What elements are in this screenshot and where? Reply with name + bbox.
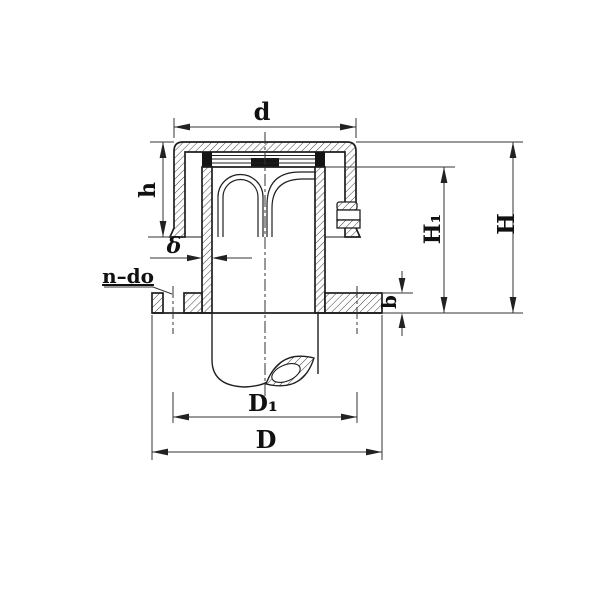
dimension-labels: d h δ n–do D₁ D b H₁ H bbox=[102, 97, 520, 454]
boss-bottom-flange bbox=[336, 219, 361, 229]
lower-pipe-left-wall bbox=[211, 313, 268, 388]
dim-label-d: d bbox=[254, 97, 271, 126]
arrow-d-left bbox=[174, 123, 190, 131]
part-geometry bbox=[151, 141, 383, 388]
gauze-end-block-right bbox=[315, 152, 325, 167]
dim-label-n-do: n–do bbox=[102, 264, 154, 288]
arrow-b-bottom bbox=[398, 313, 406, 328]
arrow-delta-left bbox=[187, 254, 202, 262]
center-lines bbox=[172, 132, 358, 398]
arrow-b-top bbox=[398, 278, 406, 293]
pipe-break-bore bbox=[271, 363, 301, 383]
baffle-arch-outer bbox=[217, 173, 264, 237]
lower-pipe bbox=[211, 313, 319, 388]
flange-left-inner bbox=[183, 292, 203, 314]
boss-groove bbox=[336, 209, 361, 221]
arrow-H-bottom bbox=[509, 297, 517, 313]
baffle-arch-inner bbox=[222, 178, 259, 237]
mounting-flange bbox=[151, 292, 383, 314]
pipe-wall-left bbox=[201, 166, 213, 314]
flange-right bbox=[324, 292, 383, 314]
leader-n-do bbox=[104, 286, 173, 295]
arrow-H1-top bbox=[440, 167, 448, 183]
arrow-h-top bbox=[159, 142, 167, 158]
arrow-h-bottom bbox=[159, 221, 167, 237]
dimension-lines bbox=[104, 118, 523, 460]
inner-baffle bbox=[217, 171, 315, 237]
baffle-flare-outer bbox=[266, 171, 315, 237]
dim-D-lines bbox=[151, 315, 383, 460]
dim-label-h: h bbox=[135, 182, 161, 198]
arrow-d-right bbox=[340, 123, 356, 131]
arrow-D1-left bbox=[173, 413, 189, 421]
dim-d-lines bbox=[173, 118, 357, 138]
dim-D1-lines bbox=[172, 392, 358, 423]
arrow-D1-right bbox=[341, 413, 357, 421]
gauze-end-block-left bbox=[202, 152, 212, 167]
side-boss bbox=[336, 201, 361, 229]
boss-top-flange bbox=[336, 201, 358, 211]
dimension-arrows bbox=[152, 123, 517, 456]
pipe-wall-right bbox=[314, 166, 326, 314]
arrow-D-left bbox=[152, 448, 168, 456]
arrow-H1-bottom bbox=[440, 297, 448, 313]
cap-hood-section bbox=[168, 141, 362, 238]
dim-label-H1: H₁ bbox=[420, 214, 446, 244]
dim-H1-lines bbox=[325, 166, 455, 313]
dim-label-delta: δ bbox=[166, 233, 182, 259]
dim-label-H: H bbox=[493, 213, 520, 235]
dim-label-b: b bbox=[377, 295, 401, 309]
dim-label-D1: D₁ bbox=[248, 390, 278, 417]
arrow-delta-right bbox=[212, 254, 227, 262]
gauze-mesh-lines bbox=[212, 155, 315, 164]
baffle-flare-inner bbox=[271, 178, 315, 237]
flange-left-outer bbox=[151, 292, 164, 314]
arrow-H-top bbox=[509, 142, 517, 158]
arrow-D-right bbox=[366, 448, 382, 456]
dim-label-D: D bbox=[256, 425, 277, 454]
